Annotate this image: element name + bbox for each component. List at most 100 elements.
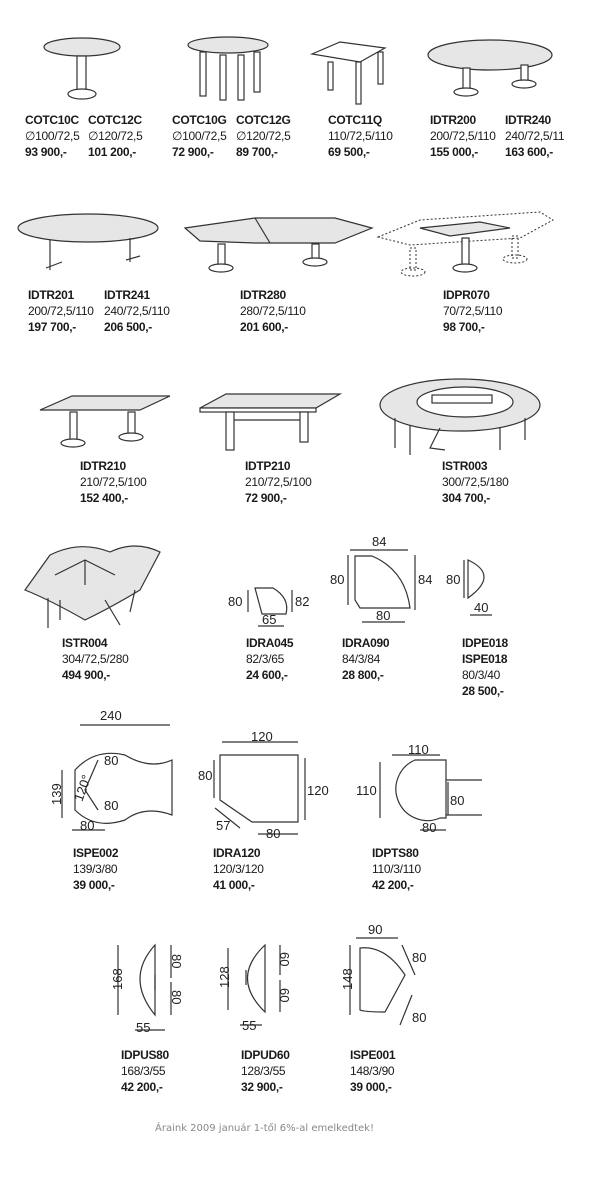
product-price: 101 200,- bbox=[88, 145, 137, 159]
dim-label: 110 bbox=[356, 783, 377, 798]
product-code: COTC12G bbox=[236, 113, 291, 127]
product-price: 28 500,- bbox=[462, 684, 504, 698]
product-code: COTC10C bbox=[25, 113, 79, 127]
product-size: ∅120/72,5 bbox=[236, 129, 291, 143]
round-table-cotc-c-drawing bbox=[43, 37, 121, 100]
connector-ispe001-drawing: 90 148 80 80 bbox=[340, 922, 426, 1026]
product-price: 93 900,- bbox=[25, 145, 67, 159]
dim-label: 110 bbox=[408, 742, 429, 757]
dim-label: 55 bbox=[136, 1020, 150, 1035]
product-code: IDPUS80 bbox=[121, 1048, 169, 1062]
product-size: 120/3/120 bbox=[213, 862, 264, 876]
dim-label: 139 bbox=[49, 783, 64, 805]
dim-label: 60 bbox=[277, 952, 292, 966]
product-price: 304 700,- bbox=[442, 491, 491, 505]
product-size: ∅100/72,5 bbox=[172, 129, 227, 143]
dim-label: 80 bbox=[80, 818, 94, 833]
product-size: 280/72,5/110 bbox=[240, 304, 306, 318]
square-table-cotc11q-drawing bbox=[309, 41, 387, 105]
dim-label: 84 bbox=[418, 572, 432, 587]
product-price: 89 700,- bbox=[236, 145, 278, 159]
product-price: 32 900,- bbox=[241, 1080, 283, 1094]
dim-label: 80 bbox=[228, 594, 242, 609]
product-price: 152 400,- bbox=[80, 491, 129, 505]
product-code: ISPE001 bbox=[350, 1048, 396, 1062]
dim-label: 128 bbox=[217, 966, 232, 988]
oval-table-idtr200-drawing bbox=[427, 39, 553, 97]
dim-label: 120 bbox=[307, 783, 329, 798]
product-idra120: IDRA120 120/3/120 41 000,- bbox=[213, 845, 264, 893]
product-code: IDTP210 bbox=[245, 459, 291, 473]
product-code: IDTR200 bbox=[430, 113, 476, 127]
dim-label: 80 bbox=[422, 820, 436, 835]
product-size: 210/72,5/100 bbox=[245, 475, 312, 489]
dim-label: 80 bbox=[450, 793, 464, 808]
dim-label: 240 bbox=[100, 708, 122, 723]
dim-label: 55 bbox=[242, 1018, 256, 1033]
product-price: 163 600,- bbox=[505, 145, 554, 159]
product-size: 240/72,5/11 bbox=[505, 129, 565, 143]
product-price: 28 800,- bbox=[342, 668, 384, 682]
dim-label: 40 bbox=[474, 600, 488, 615]
corner-idra045-drawing: 80 82 65 bbox=[228, 587, 309, 627]
product-code: IDTR280 bbox=[240, 288, 286, 302]
product-code: ISTR003 bbox=[442, 459, 488, 473]
product-code: IDTR210 bbox=[80, 459, 126, 473]
product-price: 42 200,- bbox=[121, 1080, 163, 1094]
dim-label: 80 bbox=[169, 990, 184, 1004]
product-cotc12g: COTC12G ∅120/72,5 89 700,- bbox=[236, 112, 291, 160]
dim-label: 80 bbox=[198, 768, 212, 783]
product-price: 39 000,- bbox=[73, 878, 115, 892]
product-size: 210/72,5/100 bbox=[80, 475, 147, 489]
product-size: ∅100/72,5 bbox=[25, 129, 80, 143]
desk-extension-idpus80-drawing: 168 80 80 55 bbox=[110, 943, 184, 1035]
product-code: IDRA120 bbox=[213, 846, 261, 860]
dim-label: 80 bbox=[412, 1010, 426, 1025]
product-size: 110/3/110 bbox=[372, 862, 421, 876]
product-code: IDPE018 bbox=[462, 636, 508, 650]
product-price: 41 000,- bbox=[213, 878, 255, 892]
dim-label: 80 bbox=[104, 753, 118, 768]
extension-idpr070-drawing bbox=[376, 211, 554, 277]
table-idtr280-drawing bbox=[183, 217, 374, 273]
desk-extension-idpud60-drawing: 128 60 60 55 bbox=[217, 943, 292, 1033]
dim-label: 80 bbox=[266, 826, 280, 841]
product-price: 155 000,- bbox=[430, 145, 479, 159]
dim-label: 148 bbox=[340, 968, 355, 990]
product-price: 197 700,- bbox=[28, 320, 77, 334]
table-idtp210-drawing bbox=[199, 393, 343, 451]
dim-label: 57 bbox=[216, 818, 230, 833]
corner-idra120-drawing: 120 80 120 57 80 bbox=[198, 729, 329, 841]
product-size: 168/3/55 bbox=[121, 1064, 166, 1078]
product-size: 304/72,5/280 bbox=[62, 652, 129, 666]
product-size: 148/3/90 bbox=[350, 1064, 395, 1078]
product-size: ∅120/72,5 bbox=[88, 129, 143, 143]
dim-label: 80 bbox=[412, 950, 426, 965]
product-idtr210: IDTR210 210/72,5/100 152 400,- bbox=[80, 458, 147, 506]
dim-label: 80 bbox=[330, 572, 344, 587]
dim-label: 84 bbox=[372, 534, 386, 549]
product-code: IDRA045 bbox=[246, 636, 294, 650]
dim-label: 168 bbox=[110, 968, 125, 990]
oval-table-idtr201-drawing bbox=[17, 213, 159, 270]
product-price: 39 000,- bbox=[350, 1080, 392, 1094]
connector-ispe002-drawing: 240 139 120° 80 80 80 bbox=[49, 708, 173, 833]
dim-label: 80 bbox=[376, 608, 390, 623]
product-size: 84/3/84 bbox=[342, 652, 380, 666]
dim-label: 80 bbox=[446, 572, 460, 587]
product-size: 200/72,5/110 bbox=[28, 304, 94, 318]
round-table-cotc-g-drawing bbox=[187, 36, 269, 101]
round-end-idpts80-drawing: 110 110 80 80 bbox=[356, 742, 482, 835]
conference-table-istr004-drawing bbox=[24, 545, 161, 628]
product-ispe001: ISPE001 148/3/90 39 000,- bbox=[350, 1047, 396, 1095]
product-code: IDRA090 bbox=[342, 636, 390, 650]
